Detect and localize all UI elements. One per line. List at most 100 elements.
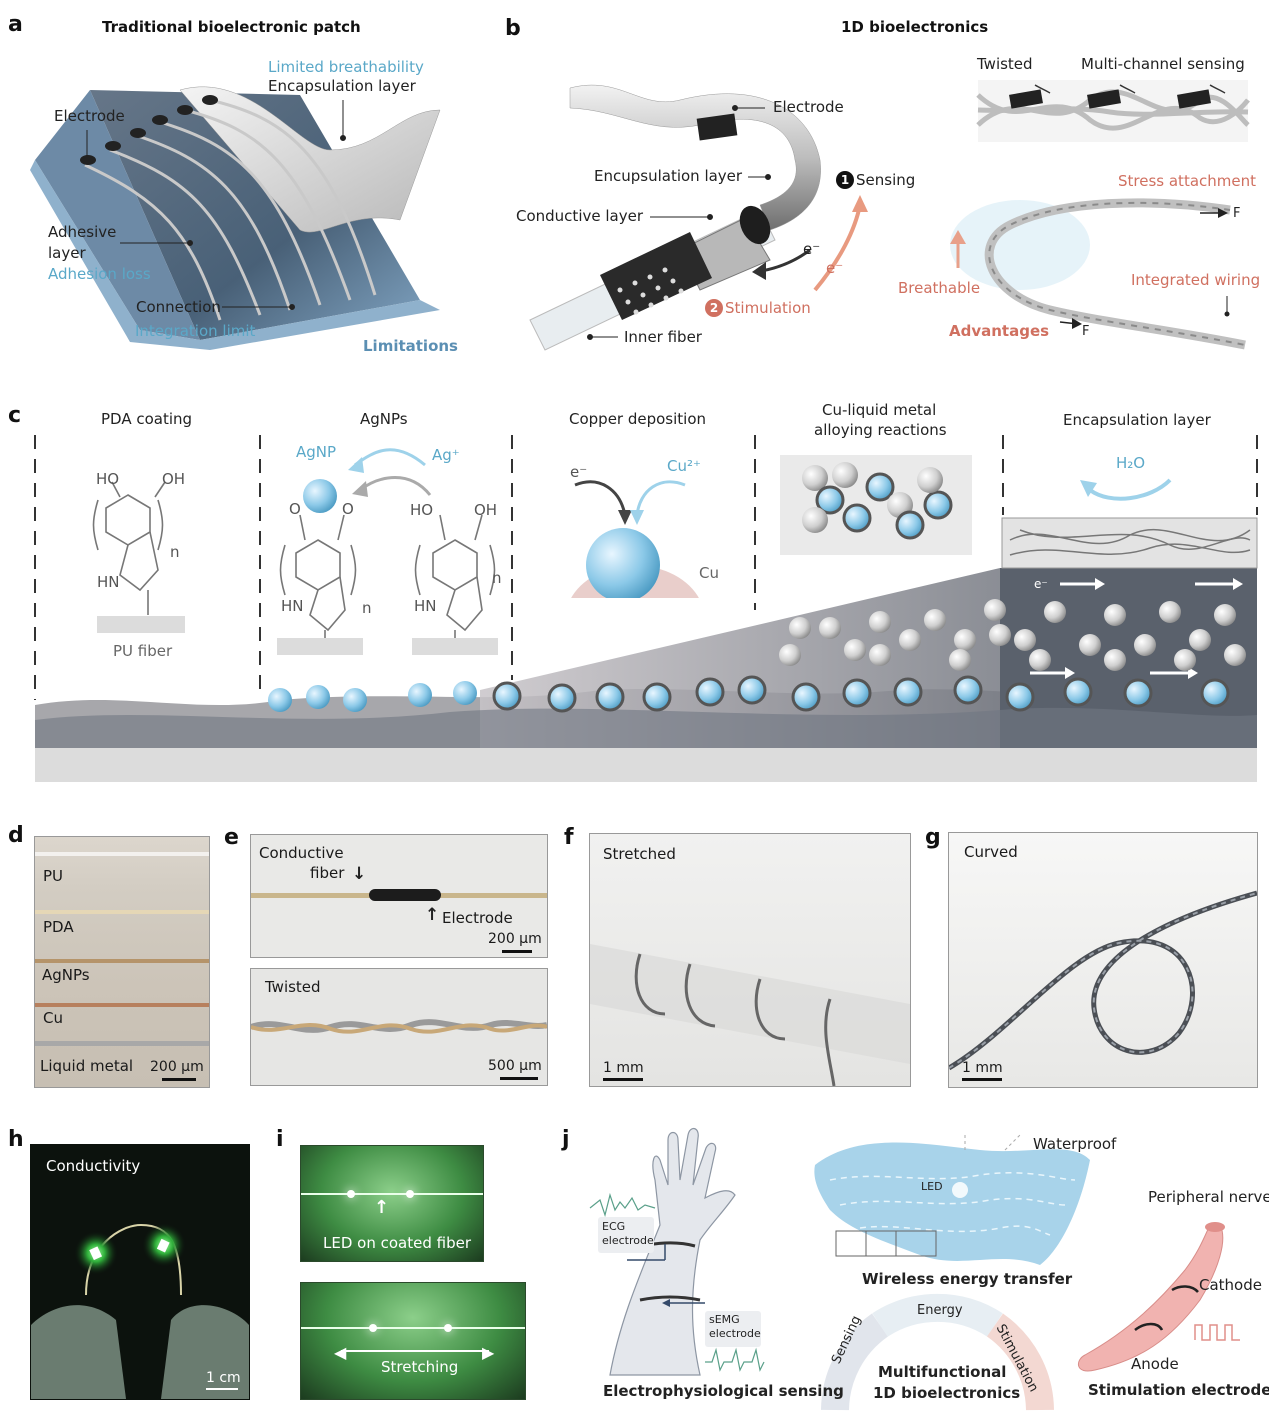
step-cu-liquid-metal: Cu-liquid metal [822,401,937,419]
force-label-1: F [1233,206,1241,221]
connection-label: Connection [136,298,221,316]
encapsulation-label: Encapsulation layer [268,77,416,95]
electrode-label-e: Electrode [442,909,513,927]
wireless-label: Wireless energy transfer [862,1270,1073,1288]
multifunctional-label: Multifunctional [878,1363,1007,1381]
semg-label: sEMG [709,1313,740,1326]
panel-h-letter: h [8,1127,24,1152]
ho-label-2: HO [410,501,434,519]
agnp-label: AgNP [296,443,337,461]
electrode-label-a: Electrode [54,107,125,125]
scale-bar-e2-line [500,1077,538,1080]
ecg-label: ECG [602,1220,626,1233]
scale-bar-f: 1 mm [603,1060,644,1076]
panel-g-letter: g [925,825,941,850]
down-arrow-icon: ↓ [352,864,367,884]
anode-label: Anode [1131,1355,1179,1373]
layer-cu: Cu [43,1009,63,1027]
ag-plus-label: Ag⁺ [432,446,460,464]
breathable-label: Breathable [898,279,981,297]
n-label-3: n [492,569,502,587]
scale-bar-e2: 500 μm [488,1058,542,1074]
electron-flow-label: e⁻ [1034,577,1048,591]
panel-a-title: Traditional bioelectronic patch [102,18,361,36]
step-agnps: AgNPs [360,410,408,428]
panel-f-letter: f [564,825,574,850]
hn-label-1: HN [97,573,120,591]
copper-electron-label: e⁻ [570,463,588,481]
panel-b-title: 1D bioelectronics [841,18,989,36]
scale-bar-d-line [162,1078,196,1081]
layer-liquid-metal: Liquid metal [40,1057,134,1075]
cu-label: Cu [699,564,719,582]
panel-e-letter: e [224,825,239,850]
panel-j-letter: j [562,1127,570,1152]
sensing-label-j: Sensing [829,1313,865,1367]
twisted-label-b: Twisted [977,55,1033,73]
stimulation-number-badge: 2 [705,299,723,317]
step-alloying-reactions: alloying reactions [814,421,947,439]
step-pda-coating: PDA coating [101,410,193,428]
energy-label: Energy [917,1303,963,1318]
1d-bioelectronics-label: 1D bioelectronics [873,1384,1021,1402]
pu-fiber-label: PU fiber [113,642,173,660]
stretching-photo: ◀ ▶ [300,1282,526,1400]
hn-label-2: HN [281,597,304,615]
oh-label-2: OH [474,501,498,519]
encupsulation-label: Encupsulation layer [594,167,743,185]
scale-bar-g: 1 mm [962,1060,1003,1076]
integration-limit-label: Integration limit [135,322,256,340]
layer-agnps: AgNPs [42,966,90,984]
scale-bar-g-line [962,1078,1002,1081]
scale-bar-e1: 200 μm [488,931,542,947]
stretching-label: Stretching [381,1358,459,1376]
up-arrow-icon: ↑ [425,905,440,925]
electrophysiological-label: Electrophysiological sensing [603,1382,844,1400]
scale-bar-h: 1 cm [206,1370,241,1386]
h2o-label: H₂O [1116,454,1146,472]
step-copper-deposition: Copper deposition [569,410,707,428]
peripheral-nerve-label: Peripheral nerve [1148,1188,1269,1206]
oh-label-1: OH [162,470,186,488]
led-on-fiber-label: LED on coated fiber [323,1234,471,1252]
integrated-wiring-label: Integrated wiring [1131,271,1261,289]
electrode-label-b: Electrode [773,98,844,116]
adhesion-loss-label: Adhesion loss [48,265,151,283]
conductivity-photo [30,1144,250,1400]
adhesive-label: Adhesive [48,223,117,241]
twisted-label-e: Twisted [265,978,321,996]
led-fiber-photo [300,1145,484,1262]
semg-electrode-label: electrode [709,1327,761,1340]
led-label-j: LED [921,1180,943,1193]
n-label-2: n [362,599,372,617]
layers-photo [34,836,210,1088]
right-arrow-icon: ▶ [482,1343,495,1362]
panel-i-letter: i [276,1127,284,1152]
stretched-label: Stretched [603,845,676,863]
scale-bar-f-line [603,1078,643,1081]
stretched-photo [589,833,911,1087]
cathode-label: Cathode [1199,1276,1262,1294]
curved-label: Curved [964,843,1018,861]
panel-b-letter: b [505,16,521,41]
limitations-label: Limitations [363,337,458,355]
fiber-label-e: fiber [310,864,345,882]
stimulation-label: Stimulation [725,299,811,317]
ho-label-1: HO [96,470,120,488]
stress-attachment-label: Stress attachment [1118,172,1256,190]
o-label-2: O [342,500,354,518]
advantages-label: Advantages [949,322,1050,340]
inner-fiber-label: Inner fiber [624,328,702,346]
o-label-1: O [289,500,301,518]
conductive-layer-label: Conductive layer [516,207,643,225]
force-label-2: F [1082,324,1090,339]
scale-bar-d: 200 μm [150,1059,204,1075]
panel-a-letter: a [8,12,23,37]
limited-breathability-label: Limited breathability [268,58,424,76]
waterproof-label: Waterproof [1033,1135,1117,1153]
up-arrow-led-icon: ↑ [374,1197,390,1218]
cu2plus-label: Cu²⁺ [667,457,701,475]
adhesive-layer-label: layer [48,244,86,262]
sensing-label: Sensing [856,171,916,189]
scale-bar-h-line [206,1388,238,1390]
